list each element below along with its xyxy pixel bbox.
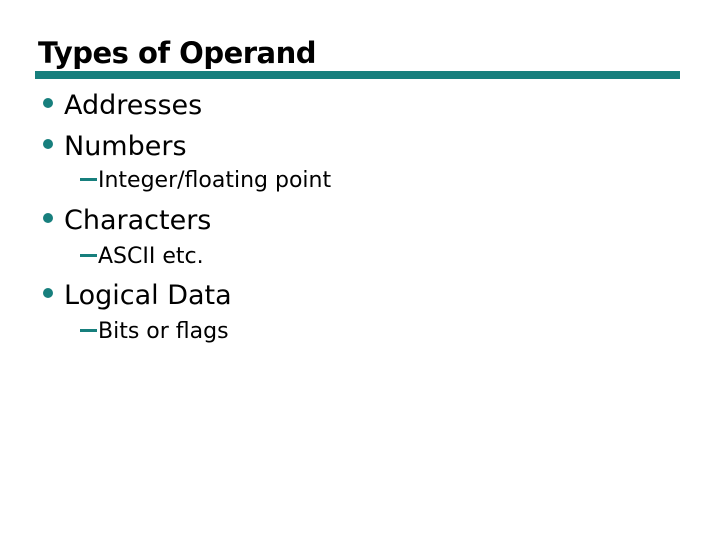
sub-item-label: Integer/floating point xyxy=(98,168,332,193)
bullet-dot-icon xyxy=(43,213,53,223)
bullet-item-addresses: Addresses xyxy=(43,92,202,119)
bullet-dot-icon xyxy=(43,139,53,149)
bullet-item-label: Characters xyxy=(64,205,212,236)
bullet-item-label: Addresses xyxy=(64,90,203,121)
sub-item-label: ASCII etc. xyxy=(98,244,204,269)
sub-item-label: Bits or flags xyxy=(98,319,229,344)
bullet-item-label: Numbers xyxy=(64,131,187,162)
dash-icon xyxy=(80,254,97,257)
bullet-item-label: Logical Data xyxy=(64,280,232,311)
sub-bullet-item-ascii-etc: ASCII etc. xyxy=(80,246,204,268)
bullet-dot-icon xyxy=(43,288,53,298)
bullet-item-characters: Characters xyxy=(43,207,211,234)
sub-bullet-item-bits-or-flags: Bits or flags xyxy=(80,321,229,343)
bullet-item-logical-data: Logical Data xyxy=(43,282,232,309)
sub-bullet-item-integer-floating-point: Integer/floating point xyxy=(80,170,331,192)
dash-icon xyxy=(80,329,97,332)
slide-title: Types of Operand xyxy=(38,36,317,70)
dash-icon xyxy=(80,178,97,181)
title-underline-rule xyxy=(35,71,680,79)
bullet-dot-icon xyxy=(43,98,53,108)
bullet-item-numbers: Numbers xyxy=(43,133,187,160)
